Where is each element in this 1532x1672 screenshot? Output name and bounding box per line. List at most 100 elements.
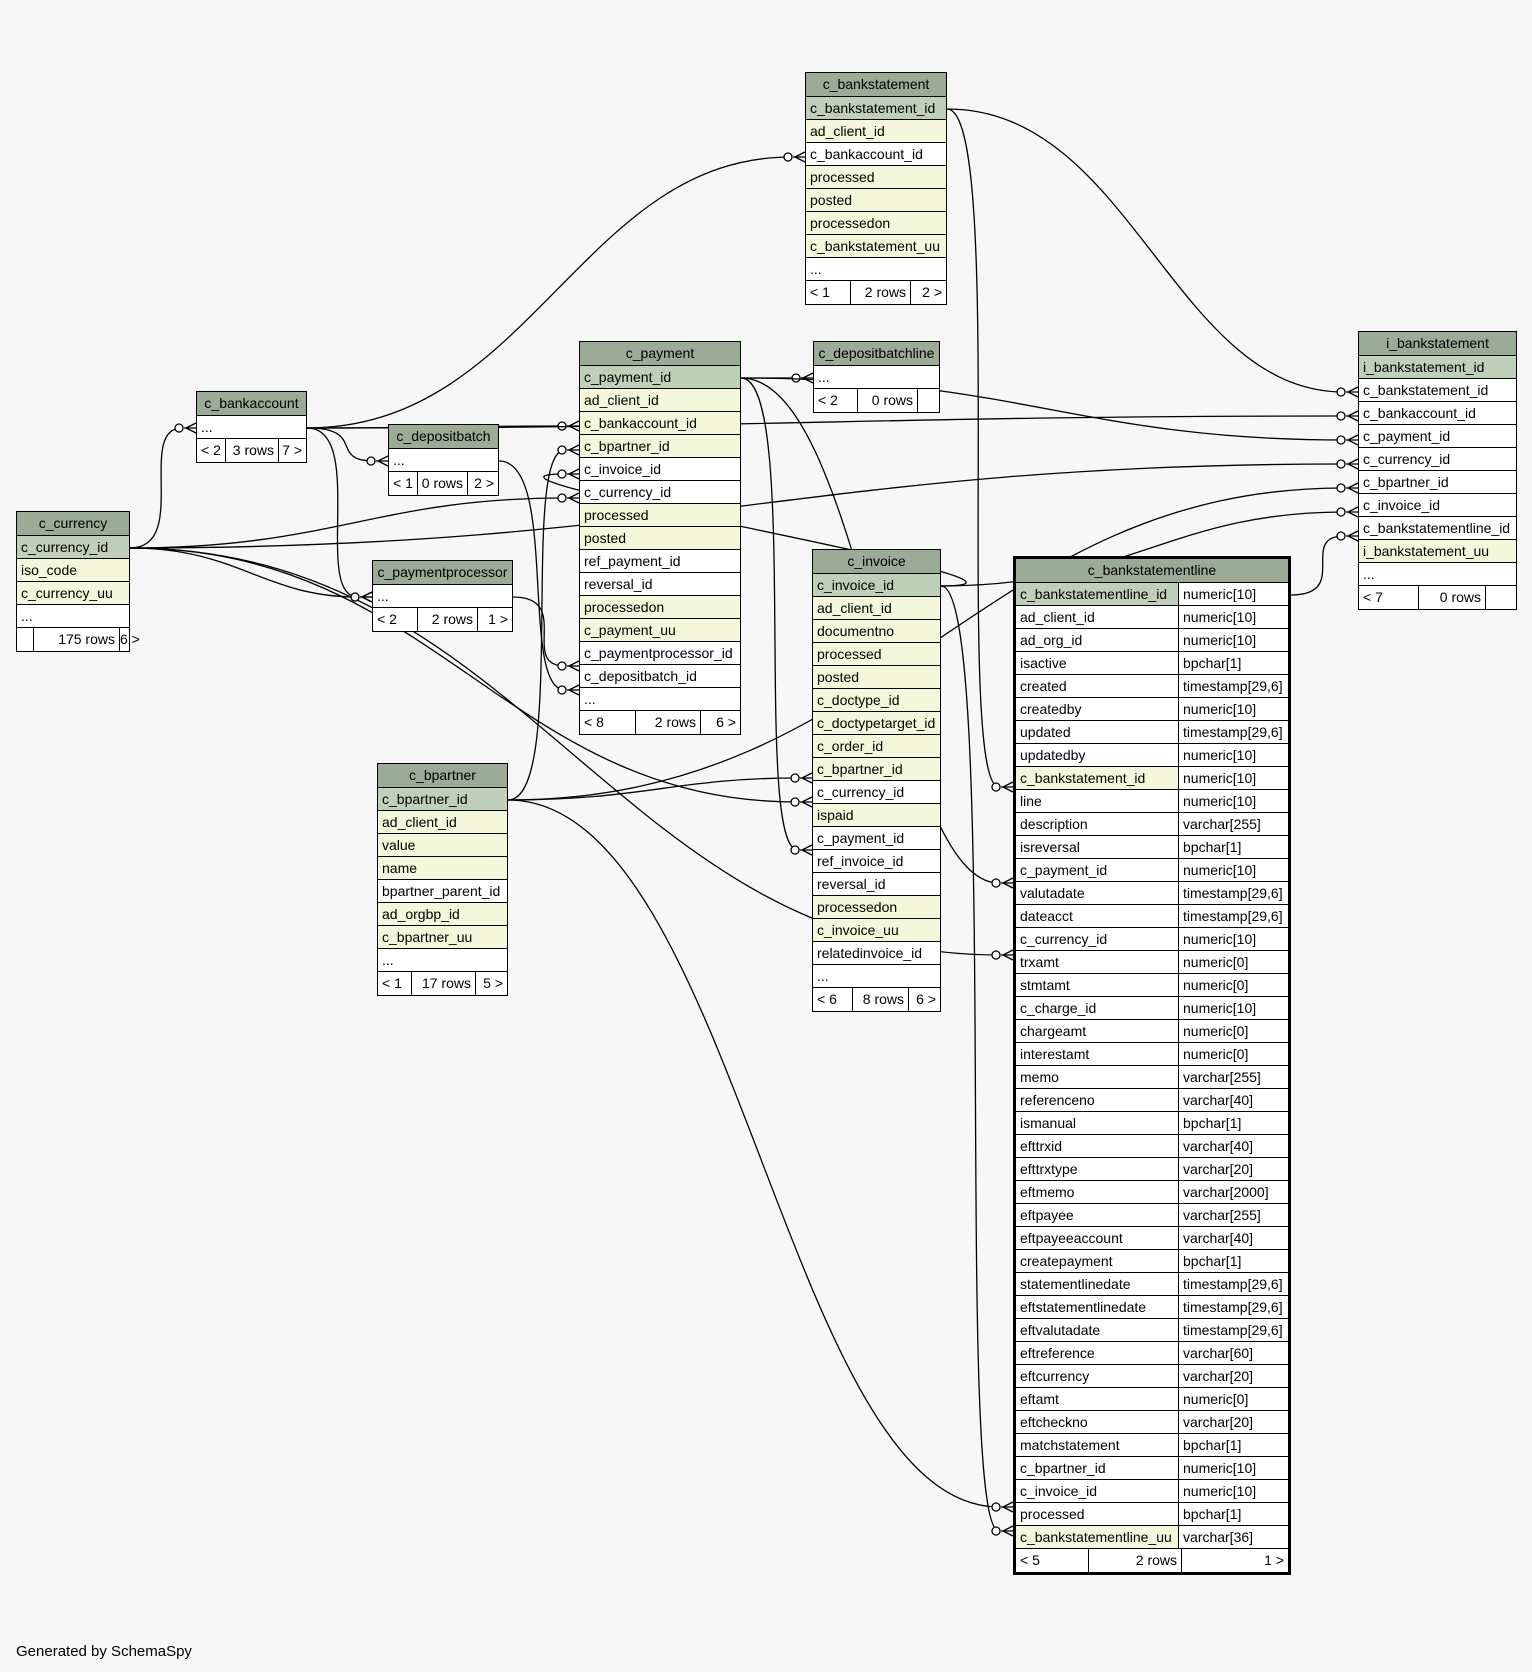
next-children-link[interactable]: 6 > [119,628,140,651]
table-row[interactable]: ... [580,688,740,711]
table-row[interactable]: name [378,857,507,880]
next-children-link[interactable]: 2 > [467,472,498,495]
table-row[interactable]: c_currency_uu [17,582,129,605]
table-row[interactable]: processed [813,643,940,666]
table-row[interactable]: ad_client_id [813,597,940,620]
table-title[interactable]: c_bankstatement [806,73,946,97]
table-row[interactable]: ad_client_id [378,811,507,834]
table-row[interactable]: ref_payment_id [580,550,740,573]
table-row[interactable]: c_doctypetarget_id [813,712,940,735]
table-row[interactable]: ad_client_id [580,389,740,412]
prev-parents-link[interactable]: < 1 [389,472,417,495]
table-title[interactable]: c_bankstatementline [1016,559,1288,583]
prev-parents-link[interactable]: < 8 [580,711,635,734]
table-row[interactable]: ... [197,416,306,439]
table-title[interactable]: c_bpartner [378,764,507,788]
table-row[interactable]: documentno [813,620,940,643]
table-row[interactable]: processedon [806,212,946,235]
table-row[interactable]: c_payment_uu [580,619,740,642]
table-title[interactable]: i_bankstatement [1359,332,1516,356]
table-row[interactable]: posted [580,527,740,550]
table-row[interactable]: processed [806,166,946,189]
table-title[interactable]: c_paymentprocessor [373,561,512,585]
table-row[interactable]: ispaid [813,804,940,827]
table-row[interactable]: c_payment_id [580,366,740,389]
prev-parents-link[interactable]: < 2 [814,389,857,412]
prev-parents-link[interactable]: < 2 [197,439,225,462]
prev-parents-link[interactable] [17,628,33,651]
table-row[interactable]: ... [1359,563,1516,586]
table-row[interactable]: c_bankstatement_id [1359,379,1516,402]
table-row[interactable]: c_currency_id [813,781,940,804]
next-children-link[interactable] [917,389,939,412]
next-children-link[interactable]: 2 > [910,281,946,304]
table-row[interactable]: ... [813,965,940,988]
table-row[interactable]: c_bpartner_id [378,788,507,811]
table-title[interactable]: c_depositbatch [389,425,498,449]
table-row[interactable]: ... [806,258,946,281]
table-row[interactable]: iso_code [17,559,129,582]
table-title[interactable]: c_depositbatchline [814,342,939,366]
table-row[interactable]: c_payment_id [813,827,940,850]
table-row[interactable]: i_bankstatement_id [1359,356,1516,379]
table-row[interactable]: c_bpartner_uu [378,926,507,949]
prev-parents-link[interactable]: < 1 [806,281,850,304]
table-row[interactable]: c_payment_id [1359,425,1516,448]
table-row[interactable]: c_invoice_uu [813,919,940,942]
prev-parents-link[interactable]: < 5 [1016,1549,1088,1572]
table-title[interactable]: c_currency [17,512,129,536]
next-children-link[interactable]: 5 > [475,972,507,995]
table-row[interactable]: c_depositbatch_id [580,665,740,688]
table-row[interactable]: c_invoice_id [813,574,940,597]
table-row[interactable]: c_bankaccount_id [806,143,946,166]
next-children-link[interactable]: 1 > [1181,1549,1288,1572]
prev-parents-link[interactable]: < 2 [373,608,417,631]
table-row[interactable]: ref_invoice_id [813,850,940,873]
prev-parents-link[interactable]: < 6 [813,988,852,1011]
table-row[interactable]: c_currency_id [1359,448,1516,471]
table-title[interactable]: c_payment [580,342,740,366]
table-row[interactable]: c_bankstatement_id [806,97,946,120]
next-children-link[interactable]: 1 > [477,608,512,631]
table-row[interactable]: c_currency_id [17,536,129,559]
table-row[interactable]: processedon [813,896,940,919]
prev-parents-link[interactable]: < 7 [1359,586,1418,609]
table-row[interactable]: ... [17,605,129,628]
table-row[interactable]: ad_orgbp_id [378,903,507,926]
next-children-link[interactable] [1485,586,1516,609]
